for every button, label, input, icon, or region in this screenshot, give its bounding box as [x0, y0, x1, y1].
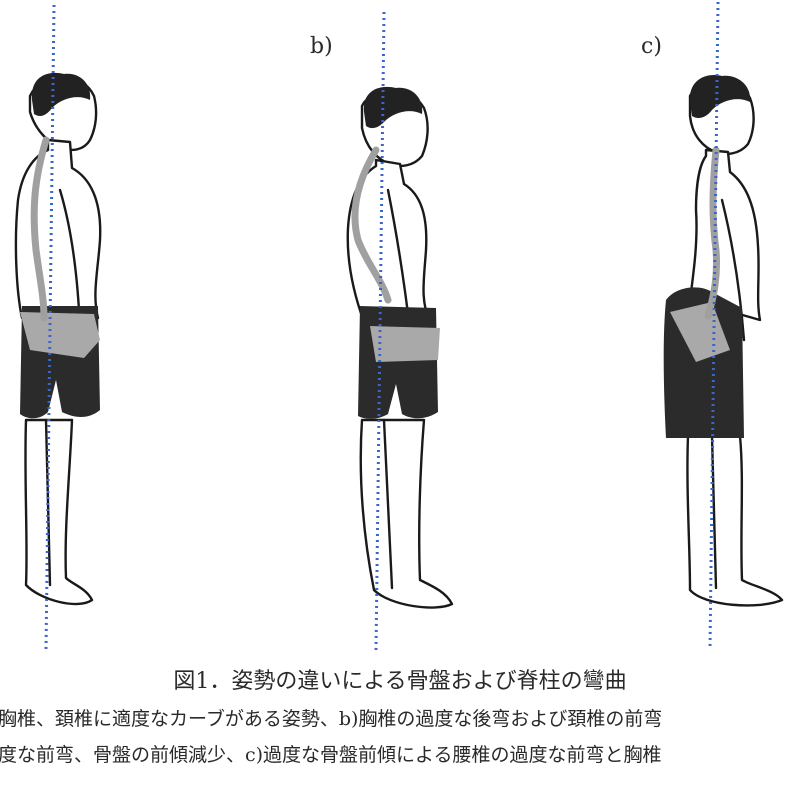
- figure-a-pelvis: [20, 312, 100, 358]
- figure-c-body: [686, 78, 784, 607]
- panel-label-c: c): [641, 34, 662, 59]
- figure-caption-line-2: 度な前弯、骨盤の前傾減少、c)過度な骨盤前傾による腰椎の過度な前弯と胸椎: [0, 744, 662, 766]
- figure-c-hair: [689, 75, 751, 118]
- figure-a-hair: [31, 72, 91, 116]
- posture-figures: [14, 1, 784, 651]
- figure-caption-title: 図1．姿勢の違いによる骨盤および脊柱の彎曲: [173, 669, 627, 694]
- figure-b-plumb-line: [374, 11, 386, 651]
- figure-b-hair: [363, 86, 423, 129]
- figure-b: [346, 11, 454, 651]
- panel-label-b: b): [310, 34, 333, 59]
- figure-c: [663, 1, 784, 649]
- figure-b-spine: [351, 146, 392, 304]
- figure-c-pelvis: [670, 302, 730, 362]
- figure-b-shorts: [358, 306, 438, 419]
- figure-caption-line-1: 胸椎、頚椎に適度なカーブがある姿勢、b)胸椎の過度な後弯および頚椎の前弯: [0, 708, 663, 730]
- figure-a-spine: [30, 136, 50, 322]
- figure-b-pelvis: [370, 326, 440, 362]
- figure-a: [14, 4, 102, 651]
